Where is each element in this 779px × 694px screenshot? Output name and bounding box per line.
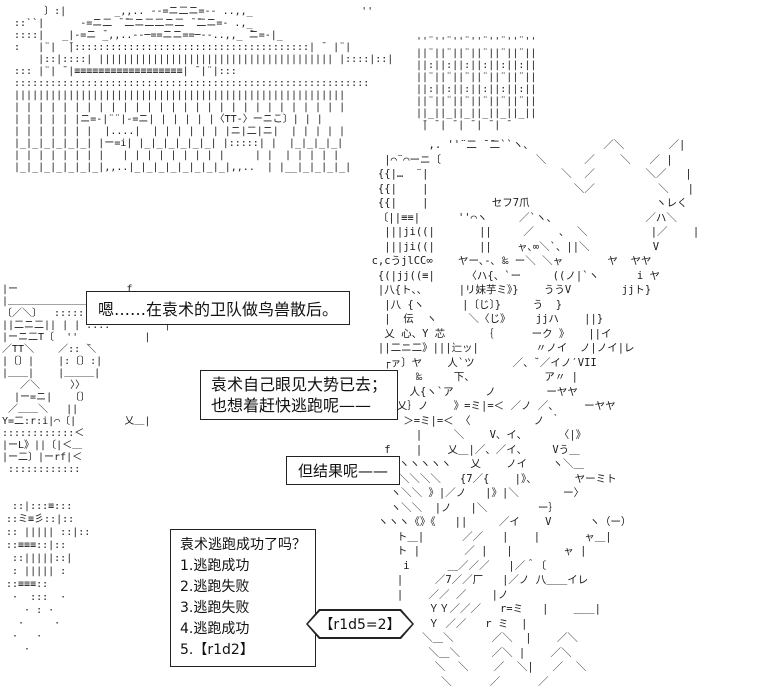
choice-box-title: 袁术逃跑成功了吗？ (180, 537, 306, 553)
dialogue-text-2-line-1: 袁术自己眼见大势已去； (211, 375, 388, 394)
ascii-art-bottom-left-hatch: ::|:::≡::: ::ミ≡彡::|:: :: ||||| ::|:: ::≡… (6, 501, 91, 655)
ascii-art-top-left-structure: 〕:| _,,.. -‐=ニ二ニ=‐- ..,,_ '' ::``| -=ニ二 … (14, 6, 394, 173)
choice-box-options: 1.逃跑成功 2.逃跑失败 3.逃跑失败 4.逃跑成功 5.【r1d2】 (180, 558, 254, 658)
choice-box: 袁术逃跑成功了吗？ 1.逃跑成功 2.逃跑失败 3.逃跑失败 4.逃跑成功 5.… (170, 529, 316, 667)
ascii-art-left-camp: |ー f |＿＿＿＿＿＿＿＿＿＿| 〔／＼〕 :::::::: ||二ニ二|| … (2, 284, 171, 475)
dialogue-box-narration-2: 袁术自己眼见大势已去； 也想着赶快逃跑呢—— (200, 370, 399, 420)
ascii-art-top-right-building: ''¨''¨''¨''¨''¨''¨'' ||¨||¨||¨||¨||¨||¨|… (416, 36, 537, 131)
dialogue-text-3: 但结果呢—— (298, 462, 389, 480)
dice-box-background (308, 611, 412, 637)
dialogue-text-1: 嗯……在袁术的卫队做鸟兽散后。 (98, 300, 339, 319)
dialogue-box-narration-3: 但结果呢—— (286, 456, 401, 485)
dialogue-box-narration-1: 嗯……在袁术的卫队做鸟兽散后。 (86, 291, 351, 325)
dice-result-box: 【r1d5=2】 (306, 609, 414, 639)
dialogue-text-2-line-2: 也想着赶快逃跑呢—— (211, 396, 372, 415)
dice-result-text: 【r1d5=2】 (319, 617, 401, 633)
